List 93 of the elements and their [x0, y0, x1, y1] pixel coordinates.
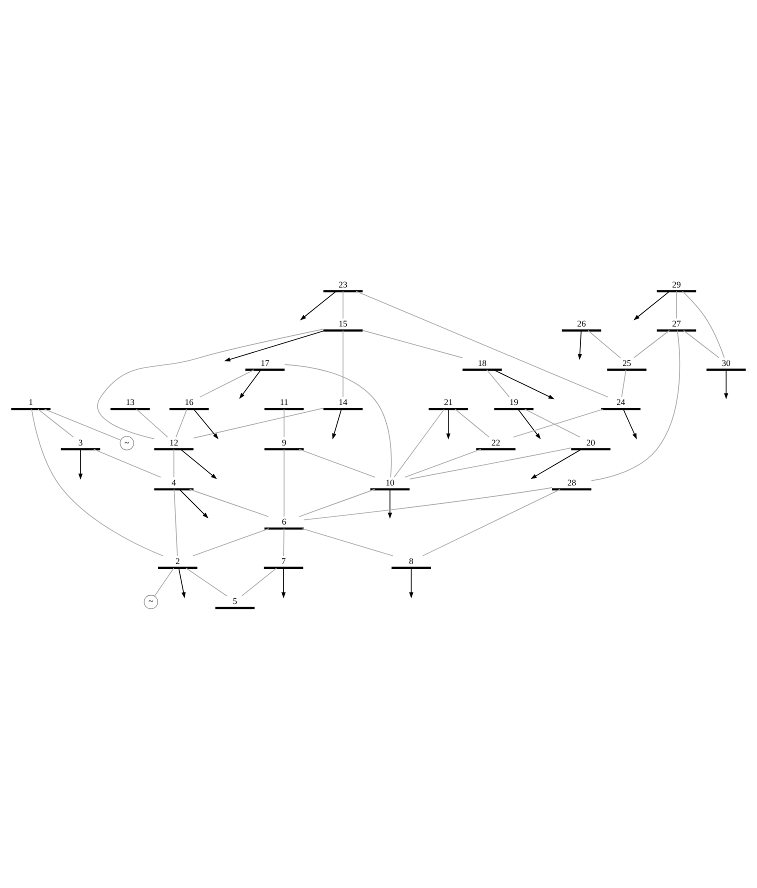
- connector: [454, 408, 490, 438]
- arrow: [178, 568, 186, 598]
- connector: [284, 364, 392, 478]
- connector: [298, 488, 376, 517]
- connector: [588, 330, 621, 358]
- node-text: 7: [281, 556, 286, 566]
- connector: [362, 330, 463, 358]
- arrow: [634, 290, 670, 320]
- connector: [676, 290, 677, 319]
- arrow: [300, 290, 337, 320]
- arrow: [518, 408, 541, 440]
- node-text: 3: [78, 437, 83, 448]
- node-text: 13: [126, 397, 135, 408]
- arrow: [332, 408, 342, 440]
- node-text: 15: [338, 318, 348, 329]
- node-text: 4: [172, 477, 176, 488]
- node-circle: ~: [144, 594, 158, 610]
- node-text: 14: [338, 397, 348, 408]
- connector: [356, 290, 608, 398]
- node-text: 29: [672, 279, 681, 290]
- connector: [173, 448, 174, 478]
- arrow: [388, 488, 392, 519]
- connector: [93, 448, 162, 478]
- connector: [200, 369, 255, 398]
- arrow: [446, 408, 450, 440]
- connector: [342, 330, 344, 398]
- node-text: 11: [280, 397, 288, 408]
- node-text: 2: [175, 556, 180, 566]
- node-text: 16: [184, 397, 194, 408]
- node-text: 24: [616, 397, 626, 408]
- node-text: 6: [282, 516, 286, 527]
- connector: [422, 489, 561, 556]
- connector: [409, 447, 572, 480]
- node-text: 23: [338, 279, 348, 290]
- node-text: 22: [491, 437, 500, 448]
- connector: [38, 408, 74, 438]
- connector: [524, 408, 580, 438]
- node-text: 30: [722, 358, 731, 368]
- connector: [174, 489, 178, 556]
- node-text: 5: [232, 596, 238, 606]
- arrow: [493, 369, 554, 400]
- arrow: [180, 448, 217, 480]
- connector: [154, 568, 174, 597]
- node-text: 26: [577, 318, 586, 329]
- connector: [193, 408, 324, 438]
- connector: [97, 328, 324, 440]
- connector: [682, 290, 725, 358]
- arrow: [178, 488, 208, 518]
- connector: [302, 528, 394, 556]
- node-text: 27: [672, 318, 681, 329]
- connector: [44, 408, 122, 441]
- node-text: 9: [282, 437, 286, 448]
- connector: [634, 330, 670, 358]
- arrow: [578, 330, 582, 360]
- arrow: [239, 369, 262, 399]
- node-text: 19: [509, 397, 518, 408]
- node-text: 8: [409, 556, 414, 566]
- connector: [176, 408, 188, 438]
- connector: [192, 528, 270, 556]
- arrow: [78, 448, 83, 480]
- connector: [404, 448, 482, 478]
- arrow: [193, 408, 218, 440]
- node-text: 18: [478, 358, 487, 368]
- connector: [683, 330, 720, 358]
- node-text: 25: [622, 358, 632, 368]
- arrow: [281, 568, 286, 598]
- connector: [185, 568, 228, 596]
- node-text: 1: [28, 397, 34, 408]
- connector: [394, 408, 445, 478]
- connector: [31, 408, 164, 556]
- node-text: 28: [567, 477, 576, 488]
- connector: [298, 448, 376, 478]
- connector: [303, 487, 552, 520]
- connector: [242, 568, 277, 596]
- node-text: 10: [386, 477, 394, 488]
- connector: [621, 369, 626, 398]
- arrow: [724, 369, 728, 400]
- arrow: [530, 448, 582, 479]
- connector: [512, 408, 604, 438]
- connector: [136, 408, 168, 438]
- node-text: 17: [260, 358, 270, 368]
- node-text: 20: [586, 437, 596, 448]
- arrow: [224, 330, 326, 362]
- node-circle: ~: [120, 436, 134, 450]
- connector: [189, 488, 269, 517]
- node-text: 12: [169, 437, 178, 448]
- connector: [486, 369, 510, 398]
- connector: [591, 330, 680, 482]
- connector: [283, 528, 284, 556]
- arrow: [409, 568, 414, 598]
- node-text: 21: [444, 397, 453, 408]
- connector: [342, 290, 344, 319]
- arrow: [622, 408, 637, 440]
